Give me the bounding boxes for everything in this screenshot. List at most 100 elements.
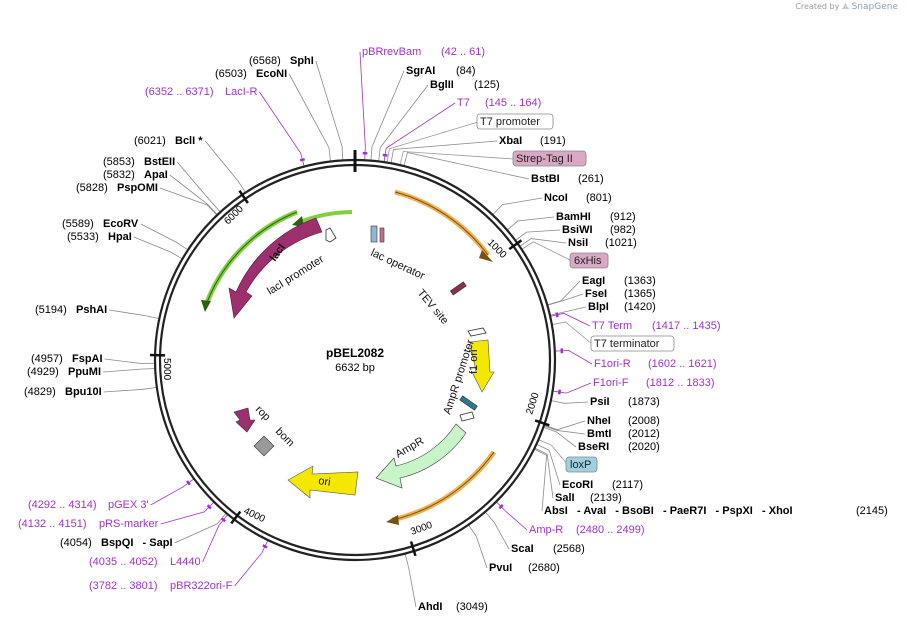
enzyme-leader-line	[102, 368, 156, 373]
enzyme-PshAI[interactable]: PshAI	[76, 304, 107, 316]
boxed-feature-t7-promoter[interactable]: T7 promoter	[480, 116, 540, 128]
enzyme-BstBI[interactable]: BstBI	[531, 173, 560, 185]
primer-range-pBRrevBam: (42 .. 61)	[441, 46, 485, 58]
enzyme-HpaI[interactable]: HpaI	[108, 231, 132, 243]
primer-leader-line	[359, 51, 366, 161]
primer-range-Amp-R: (2480 .. 2499)	[576, 524, 645, 536]
enzyme-PsiI[interactable]: PsiI	[590, 396, 610, 408]
enzyme-leader-line	[176, 161, 221, 213]
primer-LacI-R[interactable]: LacI-R	[225, 86, 257, 98]
feature-label-bom: bom	[273, 426, 297, 450]
enzyme-group-pos: (2145)	[856, 505, 888, 517]
lacI-arrow	[228, 217, 323, 319]
ampR-promoter-arrow	[467, 327, 487, 337]
enzyme-pos-EcoRI: (2117)	[612, 479, 643, 491]
primer-leader-line	[202, 514, 229, 563]
enzyme-BamHI[interactable]: BamHI	[556, 211, 591, 223]
enzyme-Bpu10I[interactable]: Bpu10I	[65, 386, 102, 398]
boxed-feature-strep-tag[interactable]: Strep-Tag II	[516, 153, 573, 165]
lacI-arc	[203, 209, 298, 306]
enzyme-pos-BglII: (125)	[474, 79, 500, 91]
primer-F1ori-R[interactable]: F1ori-R	[594, 358, 631, 370]
enzyme-PvuI[interactable]: PvuI	[489, 562, 512, 574]
enzyme-BsiWI[interactable]: BsiWI	[562, 224, 593, 236]
enzyme-pair-BspQI-SapI[interactable]: BspQI - SapI	[101, 537, 173, 549]
enzyme-NheI[interactable]: NheI	[587, 415, 611, 427]
enzyme-leader-line	[133, 236, 183, 260]
enzyme-pos-BstBI: (261)	[578, 173, 604, 185]
primer-pBRrevBam[interactable]: pBRrevBam	[362, 46, 421, 58]
enzyme-BclI[interactable]: BclI *	[175, 135, 203, 147]
enzyme-SgrAI[interactable]: SgrAI	[406, 65, 435, 77]
enzyme-group-2145[interactable]: AbsI - AvaI - BsoBI - PaeR7I - PspXI - X…	[544, 505, 793, 517]
enzyme-ScaI[interactable]: ScaI	[511, 543, 534, 555]
primer-range-F1ori-F: (1812 .. 1833)	[646, 377, 715, 389]
primer-range-pBR322ori-F: (3782 .. 3801)	[89, 580, 158, 592]
primer-L4440[interactable]: L4440	[170, 556, 201, 568]
enzyme-BlpI[interactable]: BlpI	[588, 301, 609, 313]
boxed-feature-loxp[interactable]: loxP	[570, 459, 591, 471]
enzyme-BseRI[interactable]: BseRI	[578, 441, 609, 453]
enzyme-AhdI[interactable]: AhdI	[418, 601, 442, 613]
enzyme-leader-line	[315, 60, 344, 161]
tick-mark	[230, 510, 242, 525]
primer-T7-Term[interactable]: T7 Term	[592, 320, 632, 332]
enzyme-leader-line	[174, 512, 227, 544]
enzyme-leader-line	[204, 140, 246, 193]
enzyme-leader-line	[543, 420, 586, 431]
primer-Amp-R[interactable]: Amp-R	[529, 524, 563, 536]
feature-label-f1-ori: f1 ori	[468, 350, 480, 374]
enzyme-leader-line	[404, 553, 417, 608]
primer-binding-mark	[206, 504, 212, 510]
enzyme-pos-NsiI: (1021)	[605, 237, 637, 249]
primer-pGEX3[interactable]: pGEX 3'	[108, 499, 149, 511]
enzyme-leader-line	[543, 425, 586, 435]
primer-T7[interactable]: T7	[457, 97, 470, 109]
primer-pBR322ori-F[interactable]: pBR322ori-F	[170, 580, 233, 592]
enzyme-XbaI[interactable]: XbaI	[499, 135, 522, 147]
enzyme-NcoI[interactable]: NcoI	[544, 192, 568, 204]
primer-pRS-marker[interactable]: pRS-marker	[99, 518, 159, 530]
enzyme-SalI[interactable]: SalI	[555, 492, 575, 504]
primer-range-T7-Term: (1417 .. 1435)	[652, 320, 721, 332]
primer-leader-line	[160, 501, 215, 525]
boxed-feature-6xhis[interactable]: 6xHis	[574, 255, 602, 267]
enzyme-PspOMI[interactable]: PspOMI	[117, 182, 158, 194]
enzyme-BmtI[interactable]: BmtI	[587, 428, 611, 440]
primer-binding-mark	[498, 504, 504, 510]
enzyme-ApaI[interactable]: ApaI	[144, 169, 168, 181]
enzyme-pos-PsiI: (1873)	[628, 396, 660, 408]
primer-binding-mark	[299, 157, 306, 162]
enzyme-BglII[interactable]: BglII	[430, 79, 454, 91]
enzyme-BstEII[interactable]: BstEII	[144, 156, 175, 168]
enzyme-SphI[interactable]: SphI	[290, 55, 314, 67]
enzyme-EagI[interactable]: EagI	[582, 275, 605, 287]
loxp-mark	[459, 395, 478, 411]
enzyme-pos-BstEII: (5853)	[103, 156, 135, 168]
primer-leader-line	[383, 102, 456, 163]
primer-binding-mark	[555, 312, 559, 318]
enzyme-pos-BamHI: (912)	[610, 211, 636, 223]
orf-arc-top-arrow	[479, 250, 493, 262]
enzyme-EcoRI[interactable]: EcoRI	[562, 479, 593, 491]
enzyme-leader-line	[534, 447, 554, 499]
enzyme-PpuMI[interactable]: PpuMI	[68, 366, 101, 378]
enzyme-leader-line	[515, 229, 561, 241]
tick-mark	[409, 541, 417, 557]
enzyme-pos-SgrAI: (84)	[456, 65, 476, 77]
primer-F1ori-F[interactable]: F1ori-F	[593, 377, 629, 389]
boxed-feature-t7-terminator[interactable]: T7 terminator	[594, 338, 660, 350]
enzyme-NsiI[interactable]: NsiI	[568, 237, 588, 249]
primer-leader-line	[259, 91, 305, 167]
enzyme-leader-line	[159, 187, 218, 216]
enzyme-pos-EagI: (1363)	[624, 275, 656, 287]
plasmid-name: pBEL2082	[326, 346, 384, 360]
enzyme-EcoNI[interactable]: EcoNI	[256, 68, 287, 80]
enzyme-FseI[interactable]: FseI	[585, 288, 607, 300]
tick-label-5000: 5000	[161, 358, 172, 381]
primer-binding-mark	[262, 544, 268, 549]
enzyme-pos-HpaI: (5533)	[67, 231, 99, 243]
enzyme-FspAI[interactable]: FspAI	[72, 353, 103, 365]
enzyme-EcoRV[interactable]: EcoRV	[103, 218, 139, 230]
